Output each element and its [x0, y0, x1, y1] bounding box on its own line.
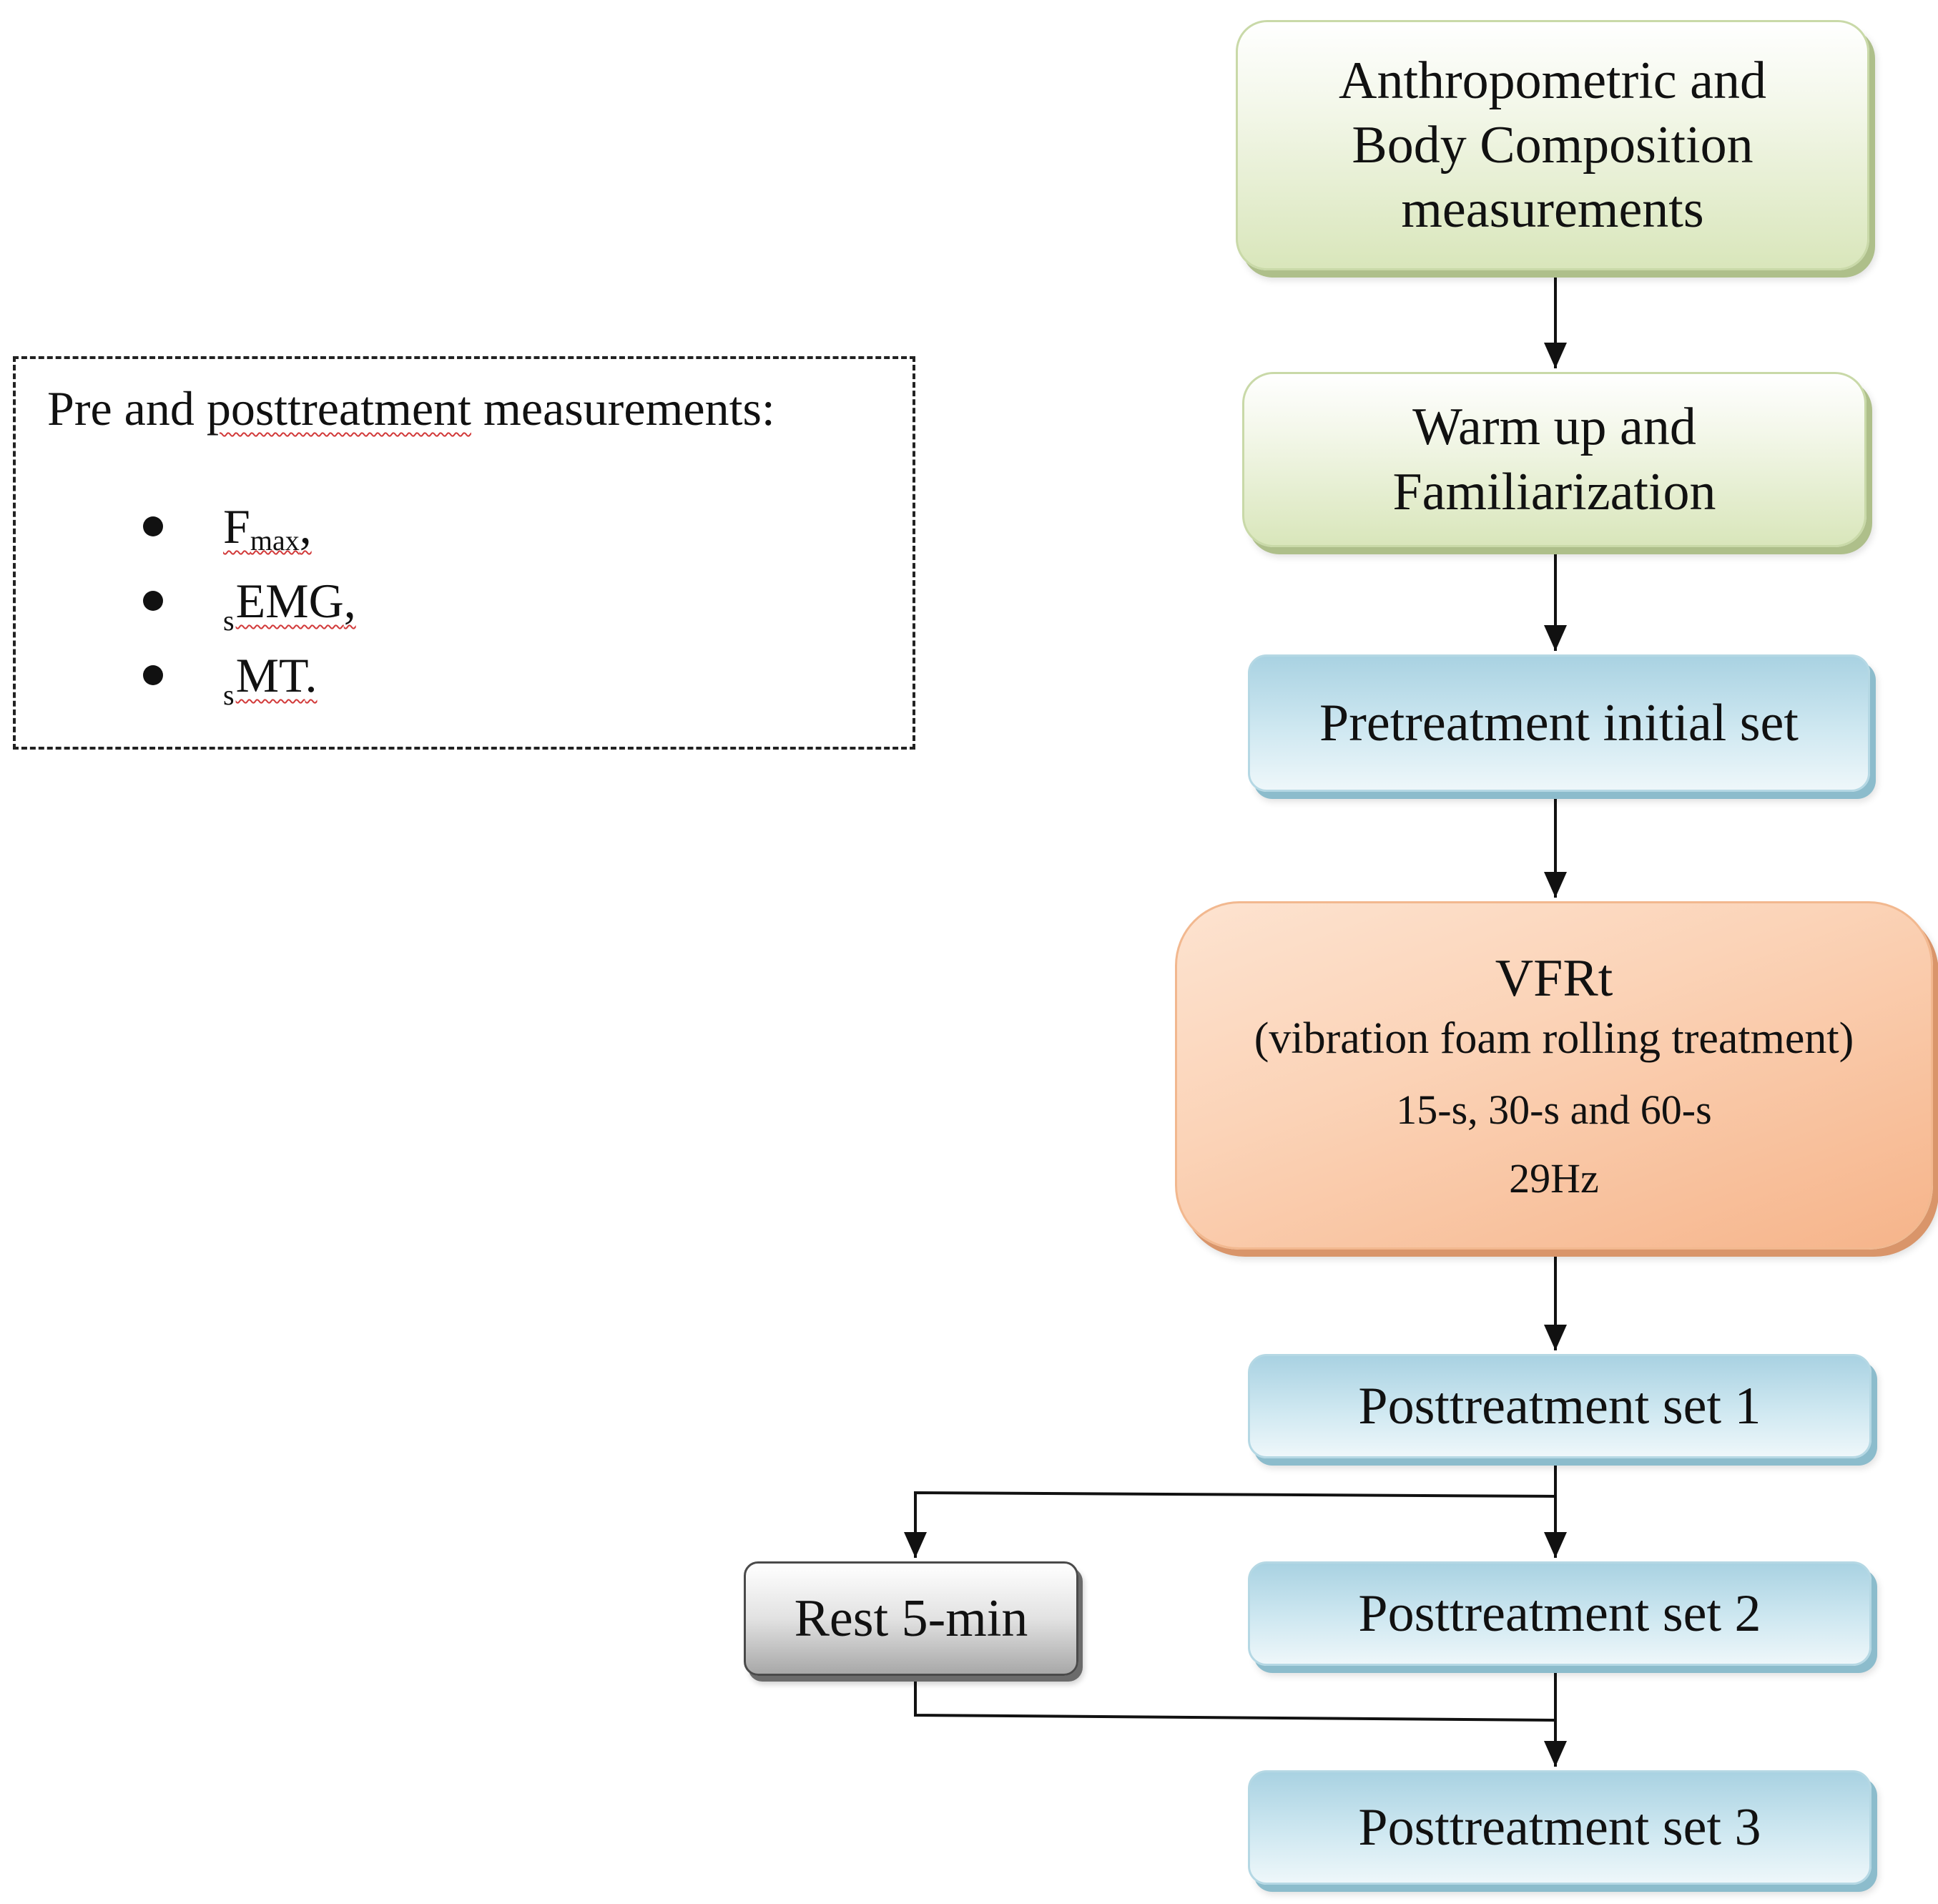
- measurement-smt: sMT.: [223, 638, 318, 732]
- rest-box: Rest 5-min: [744, 1561, 1078, 1676]
- bullet-icon: [143, 516, 163, 536]
- anthropometric-box: Anthropometric and Body Composition meas…: [1236, 20, 1869, 270]
- measurements-heading-underlined: posttreatment: [206, 381, 471, 436]
- measurement-smt-prefix: s: [223, 679, 235, 711]
- measurements-heading-pre: Pre and: [47, 381, 195, 436]
- posttreatment-2-label: Posttreatment set 2: [1358, 1584, 1761, 1643]
- posttreatment-3-box: Posttreatment set 3: [1248, 1770, 1871, 1885]
- measurement-smt-main: MT: [235, 648, 305, 702]
- measurement-semg-prefix: s: [223, 604, 235, 637]
- measurement-smt-suffix: .: [305, 648, 318, 702]
- measurement-semg-main: EMG: [235, 574, 344, 628]
- posttreatment-2-box: Posttreatment set 2: [1248, 1561, 1871, 1666]
- measurement-fmax-subscript: max: [250, 524, 300, 556]
- warmup-line-2: Familiarization: [1392, 462, 1716, 521]
- posttreatment-3-label: Posttreatment set 3: [1358, 1797, 1761, 1857]
- anthropometric-line-1: Anthropometric and: [1339, 51, 1766, 110]
- measurements-heading: Pre and posttreatment measurements:: [47, 381, 775, 437]
- posttreatment-1-box: Posttreatment set 1: [1248, 1354, 1871, 1458]
- rest-label: Rest 5-min: [794, 1589, 1028, 1648]
- bullet-icon: [143, 591, 163, 611]
- measurement-fmax-main: F: [223, 499, 250, 554]
- arrow-posttreatment-1-to-rest: [904, 1491, 1556, 1558]
- vfrt-durations: 15-s, 30-s and 60-s: [1396, 1086, 1712, 1133]
- measurement-fmax: Fmax,: [223, 489, 312, 578]
- vfrt-title: VFRt: [1495, 948, 1613, 1008]
- bullet-icon: [143, 665, 163, 685]
- pretreatment-box: Pretreatment initial set: [1248, 654, 1870, 792]
- anthropometric-line-3: measurements: [1401, 180, 1704, 240]
- measurements-note: Pre and posttreatment measurements: Fmax…: [13, 356, 915, 750]
- measurement-semg-suffix: ,: [343, 574, 356, 628]
- anthropometric-line-2: Body Composition: [1352, 115, 1753, 175]
- warmup-box: Warm up and Familiarization: [1242, 372, 1866, 547]
- vfrt-box: VFRt (vibration foam rolling treatment) …: [1175, 901, 1933, 1250]
- measurement-fmax-suffix: ,: [299, 499, 312, 554]
- pretreatment-label: Pretreatment initial set: [1319, 693, 1799, 752]
- vfrt-subtitle: (vibration foam rolling treatment): [1254, 1014, 1854, 1064]
- measurements-heading-post: measurements:: [483, 381, 775, 436]
- vfrt-frequency: 29Hz: [1509, 1155, 1599, 1202]
- warmup-line-1: Warm up and: [1412, 398, 1696, 457]
- line-rest-to-posttreatment-3: [914, 1677, 1556, 1722]
- posttreatment-1-label: Posttreatment set 1: [1358, 1376, 1761, 1436]
- measurement-semg: sEMG,: [223, 564, 356, 658]
